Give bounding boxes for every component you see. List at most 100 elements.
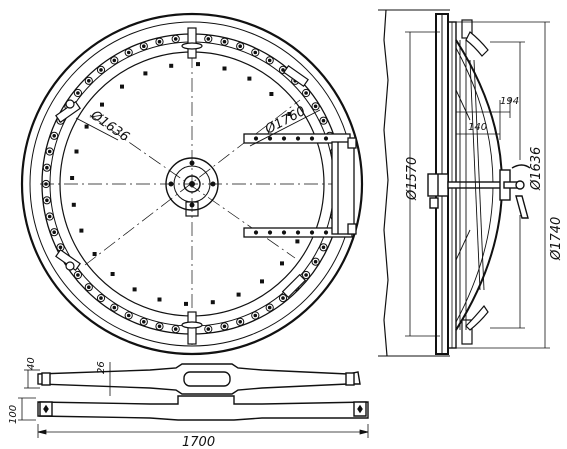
dim-1760-front: Ø1760 (262, 104, 308, 138)
bolt-center (304, 91, 308, 95)
dim-194: 194 (500, 96, 519, 107)
clamp-lower-left (55, 249, 81, 271)
dim-140: 140 (468, 122, 487, 133)
arm-rivet (309, 230, 315, 235)
bolt-center (112, 305, 117, 310)
arm-rivet (267, 230, 273, 235)
dim-bar-40: 40 (26, 357, 37, 370)
bolt-center (206, 37, 211, 41)
bolt-center (267, 305, 272, 310)
plate-rivet (84, 124, 89, 129)
bolt-center (45, 165, 49, 170)
plate-rivet (184, 301, 188, 306)
arm-rivets (253, 136, 329, 235)
clamp-upper-right (283, 65, 309, 87)
arm-rivet (309, 136, 315, 141)
plate-rivets (70, 62, 300, 306)
bolt-center (99, 68, 103, 72)
dim-1570-side: Ø1570 (405, 157, 420, 201)
arm-rivet (281, 230, 287, 235)
bolt-center (99, 296, 103, 300)
arm-rivet (267, 136, 273, 141)
bolt-center (157, 39, 162, 44)
arm-rivet (281, 136, 287, 141)
plate-rivet (196, 62, 200, 67)
side-dimension-lines (405, 21, 550, 349)
plate-rivet (120, 84, 124, 89)
arm-rivet (253, 136, 259, 141)
plate-rivet (269, 92, 274, 96)
plate-rivet (71, 202, 76, 207)
arm-rivet (295, 230, 301, 235)
dim-1636-side: Ø1636 (529, 147, 544, 191)
internal-rods (455, 40, 485, 330)
arm-rivet (295, 136, 301, 141)
bolt-center (304, 273, 308, 277)
bar-side-view (37, 395, 369, 421)
plate-rivet (260, 279, 264, 284)
clamp-top (181, 27, 203, 59)
plate-rivet (70, 176, 75, 180)
bolt-center (281, 68, 285, 72)
plate-rivet (210, 300, 215, 305)
leader-1636 (75, 117, 119, 141)
bolt-center (267, 58, 272, 63)
center-hub (165, 157, 219, 217)
bolt-center (173, 37, 178, 41)
flange-break-line (383, 9, 389, 357)
bolt-center (47, 149, 52, 154)
plate-rivet (236, 292, 241, 297)
dim-bar-26: 26 (96, 361, 107, 374)
plate-rivet (169, 63, 174, 68)
plate-rivet (132, 287, 137, 292)
plate-rivet (287, 112, 292, 116)
bolt-center (281, 296, 285, 300)
bolt-center (47, 214, 52, 219)
arm-rivet (253, 230, 259, 235)
bar-top-view (37, 363, 361, 395)
plate-rivet (74, 149, 79, 154)
bolt-center (253, 50, 258, 55)
plate-rivet (143, 71, 148, 76)
side-view: 194 140 Ø1570 Ø1636 Ø1740 (378, 9, 564, 357)
hinge-arms (243, 133, 357, 238)
outer-rim (20, 12, 364, 356)
dim-1636-front: Ø1636 (87, 107, 132, 145)
arm-rivet (323, 136, 329, 141)
bolt-center (52, 230, 57, 234)
plate-rivet (157, 297, 162, 302)
plate-rivet (247, 76, 252, 81)
bolt-center (142, 320, 146, 324)
bolt-center (126, 313, 131, 318)
bolt-center (321, 245, 326, 250)
bolt-center (206, 327, 211, 331)
dim-bar-100: 100 (8, 405, 19, 424)
front-view: Ø1636 Ø1760 (20, 12, 364, 356)
bolt-center (76, 273, 80, 277)
clamp-bottom (181, 311, 203, 345)
bolt-center (238, 44, 242, 49)
bolt-center (321, 118, 326, 123)
dim-bar-1700: 1700 (182, 435, 215, 449)
bolt-center (173, 327, 178, 331)
plate-rivet (295, 239, 300, 244)
bolt-center (87, 285, 91, 290)
bar-dimension-lines (18, 362, 369, 438)
bolt-center (112, 58, 117, 63)
clamp-left (55, 99, 81, 123)
arm-rivet (323, 230, 329, 235)
bolt-center (222, 324, 227, 329)
central-crossbar (427, 164, 531, 219)
dim-1740-side: Ø1740 (549, 217, 564, 261)
plate-rivet (92, 252, 97, 256)
bolt-center (222, 39, 227, 44)
plate-rivet (110, 272, 115, 276)
bolt-center (45, 198, 49, 203)
bolt-center (313, 259, 318, 264)
bolt-center (58, 245, 63, 250)
side-hinge (461, 19, 489, 345)
bar-views: 40 26 100 1700 (8, 357, 369, 449)
bolt-center (76, 91, 80, 95)
leader-1760 (249, 109, 321, 147)
